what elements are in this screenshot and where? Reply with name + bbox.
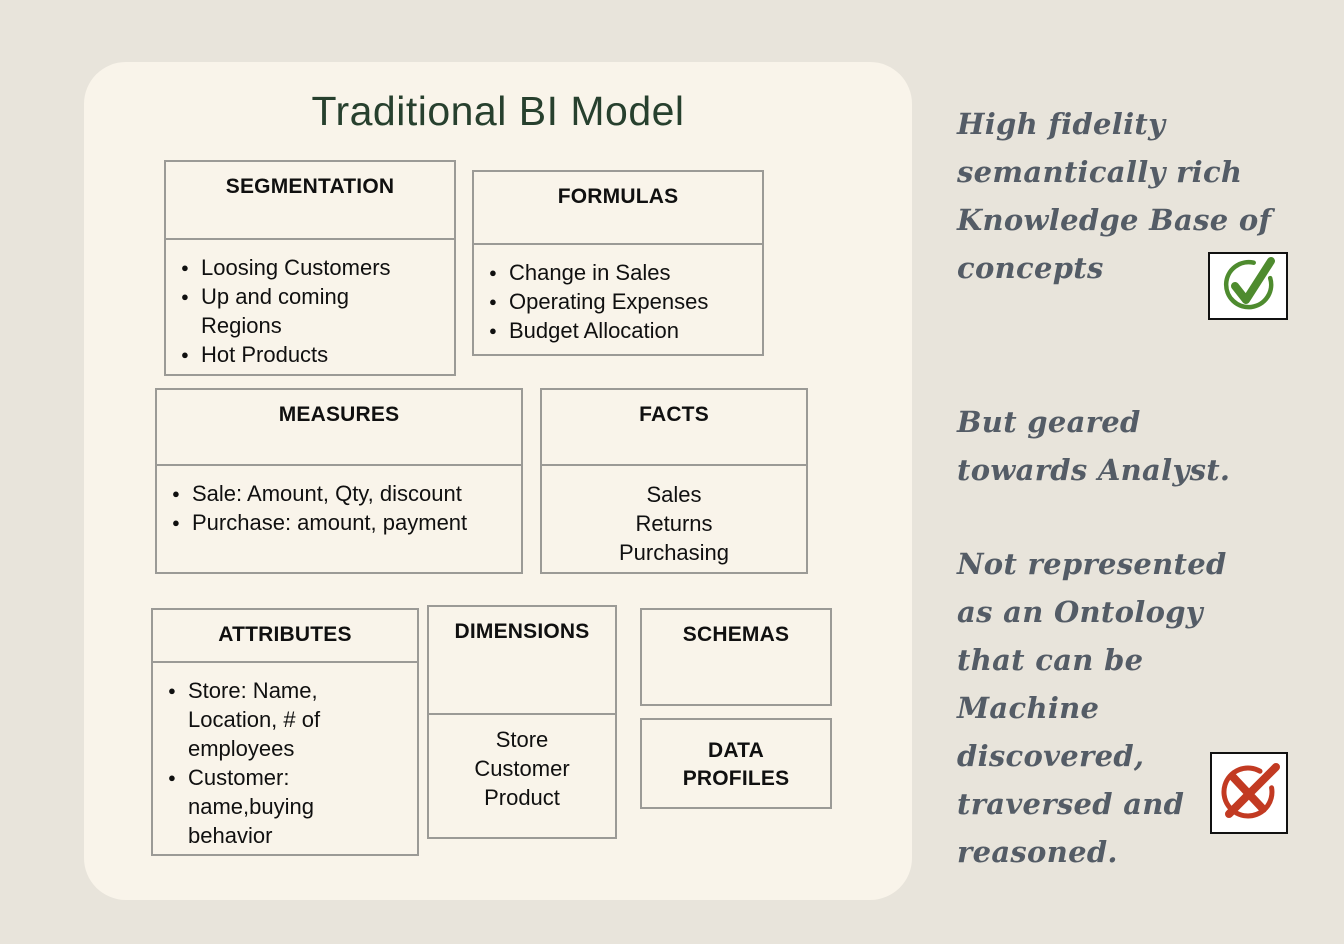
box-measures: MEASURES ● Sale: Amount, Qty, discount ●… bbox=[155, 388, 523, 574]
bullet-icon: ● bbox=[489, 265, 497, 280]
cross-icon bbox=[1210, 752, 1288, 834]
box-data-profiles-header: DATA PROFILES bbox=[642, 720, 830, 793]
list-item: ● Loosing Customers bbox=[181, 255, 391, 280]
list-item: ● Hot Products bbox=[181, 342, 329, 367]
bullet-list: ● Store: Name, Location, # of employees … bbox=[166, 676, 409, 850]
list-item: ● Change in Sales bbox=[489, 260, 671, 285]
bullet-icon: ● bbox=[489, 294, 497, 309]
list-item: ● Operating Expenses bbox=[489, 289, 709, 314]
box-facts-header: FACTS bbox=[542, 390, 806, 466]
box-dimensions-header: DIMENSIONS bbox=[429, 607, 615, 715]
box-title: DIMENSIONS bbox=[454, 620, 590, 643]
box-title: DATA PROFILES bbox=[682, 739, 790, 790]
center-lines: Sales Returns Purchasing bbox=[548, 480, 800, 567]
diagram-panel: Traditional BI Model SEGMENTATION ● Loos… bbox=[84, 62, 912, 900]
check-icon bbox=[1208, 252, 1288, 320]
fact-line: Sales bbox=[646, 482, 702, 507]
note-knowledge-base: High fidelity semantically rich Knowledg… bbox=[957, 107, 1272, 285]
bullet-list: ● Loosing Customers ● Up and coming Regi… bbox=[179, 253, 446, 369]
dimension-line: Store bbox=[495, 727, 549, 752]
bullet-icon: ● bbox=[168, 683, 176, 698]
list-item: ● Store: Name, Location, # of employees bbox=[168, 678, 321, 761]
box-data-profiles: DATA PROFILES bbox=[640, 718, 832, 809]
box-dimensions-body: Store Customer Product bbox=[429, 715, 615, 812]
box-formulas: FORMULAS ● Change in Sales ● Operating E… bbox=[472, 170, 764, 356]
bullet-icon: ● bbox=[181, 289, 189, 304]
dimension-line: Product bbox=[484, 785, 560, 810]
box-formulas-header: FORMULAS bbox=[474, 172, 762, 245]
fact-line: Purchasing bbox=[618, 540, 730, 565]
box-title: SCHEMAS bbox=[682, 623, 790, 646]
box-title: MEASURES bbox=[278, 403, 400, 426]
box-attributes-header: ATTRIBUTES bbox=[153, 610, 417, 663]
box-dimensions: DIMENSIONS Store Customer Product bbox=[427, 605, 617, 839]
box-formulas-body: ● Change in Sales ● Operating Expenses ●… bbox=[474, 245, 762, 345]
box-measures-header: MEASURES bbox=[157, 390, 521, 466]
box-title: SEGMENTATION bbox=[225, 175, 395, 198]
box-title: FORMULAS bbox=[557, 185, 679, 208]
bullet-icon: ● bbox=[181, 260, 189, 275]
box-title: FACTS bbox=[639, 403, 709, 426]
note-analyst: But geared towards Analyst. bbox=[957, 405, 1231, 487]
box-attributes-body: ● Store: Name, Location, # of employees … bbox=[153, 663, 417, 850]
fact-line: Returns bbox=[635, 511, 713, 536]
bullet-icon: ● bbox=[489, 323, 497, 338]
page-title: Traditional BI Model bbox=[311, 88, 685, 134]
bullet-icon: ● bbox=[172, 486, 180, 501]
bullet-list: ● Change in Sales ● Operating Expenses ●… bbox=[487, 258, 754, 345]
box-attributes: ATTRIBUTES ● Store: Name, Location, # of… bbox=[151, 608, 419, 856]
bullet-icon: ● bbox=[172, 515, 180, 530]
list-item: ● Budget Allocation bbox=[489, 318, 680, 343]
box-schemas-header: SCHEMAS bbox=[642, 610, 830, 647]
box-title: ATTRIBUTES bbox=[218, 623, 352, 646]
bullet-icon: ● bbox=[168, 770, 176, 785]
list-item: ● Purchase: amount, payment bbox=[172, 510, 468, 535]
box-segmentation: SEGMENTATION ● Loosing Customers ● Up an… bbox=[164, 160, 456, 376]
box-facts: FACTS Sales Returns Purchasing bbox=[540, 388, 808, 574]
list-item: ● Customer: name,buying behavior bbox=[168, 765, 314, 848]
box-facts-body: Sales Returns Purchasing bbox=[542, 466, 806, 567]
list-item: ● Up and coming Regions bbox=[181, 284, 349, 338]
dimension-line: Customer bbox=[474, 756, 570, 781]
box-segmentation-header: SEGMENTATION bbox=[166, 162, 454, 240]
box-segmentation-body: ● Loosing Customers ● Up and coming Regi… bbox=[166, 240, 454, 369]
center-lines: Store Customer Product bbox=[435, 725, 609, 812]
bullet-icon: ● bbox=[181, 347, 189, 362]
bullet-list: ● Sale: Amount, Qty, discount ● Purchase… bbox=[170, 479, 513, 537]
list-item: ● Sale: Amount, Qty, discount bbox=[172, 481, 462, 506]
box-measures-body: ● Sale: Amount, Qty, discount ● Purchase… bbox=[157, 466, 521, 537]
box-schemas: SCHEMAS bbox=[640, 608, 832, 706]
note-ontology: Not represented as an Ontology that can … bbox=[957, 547, 1227, 869]
